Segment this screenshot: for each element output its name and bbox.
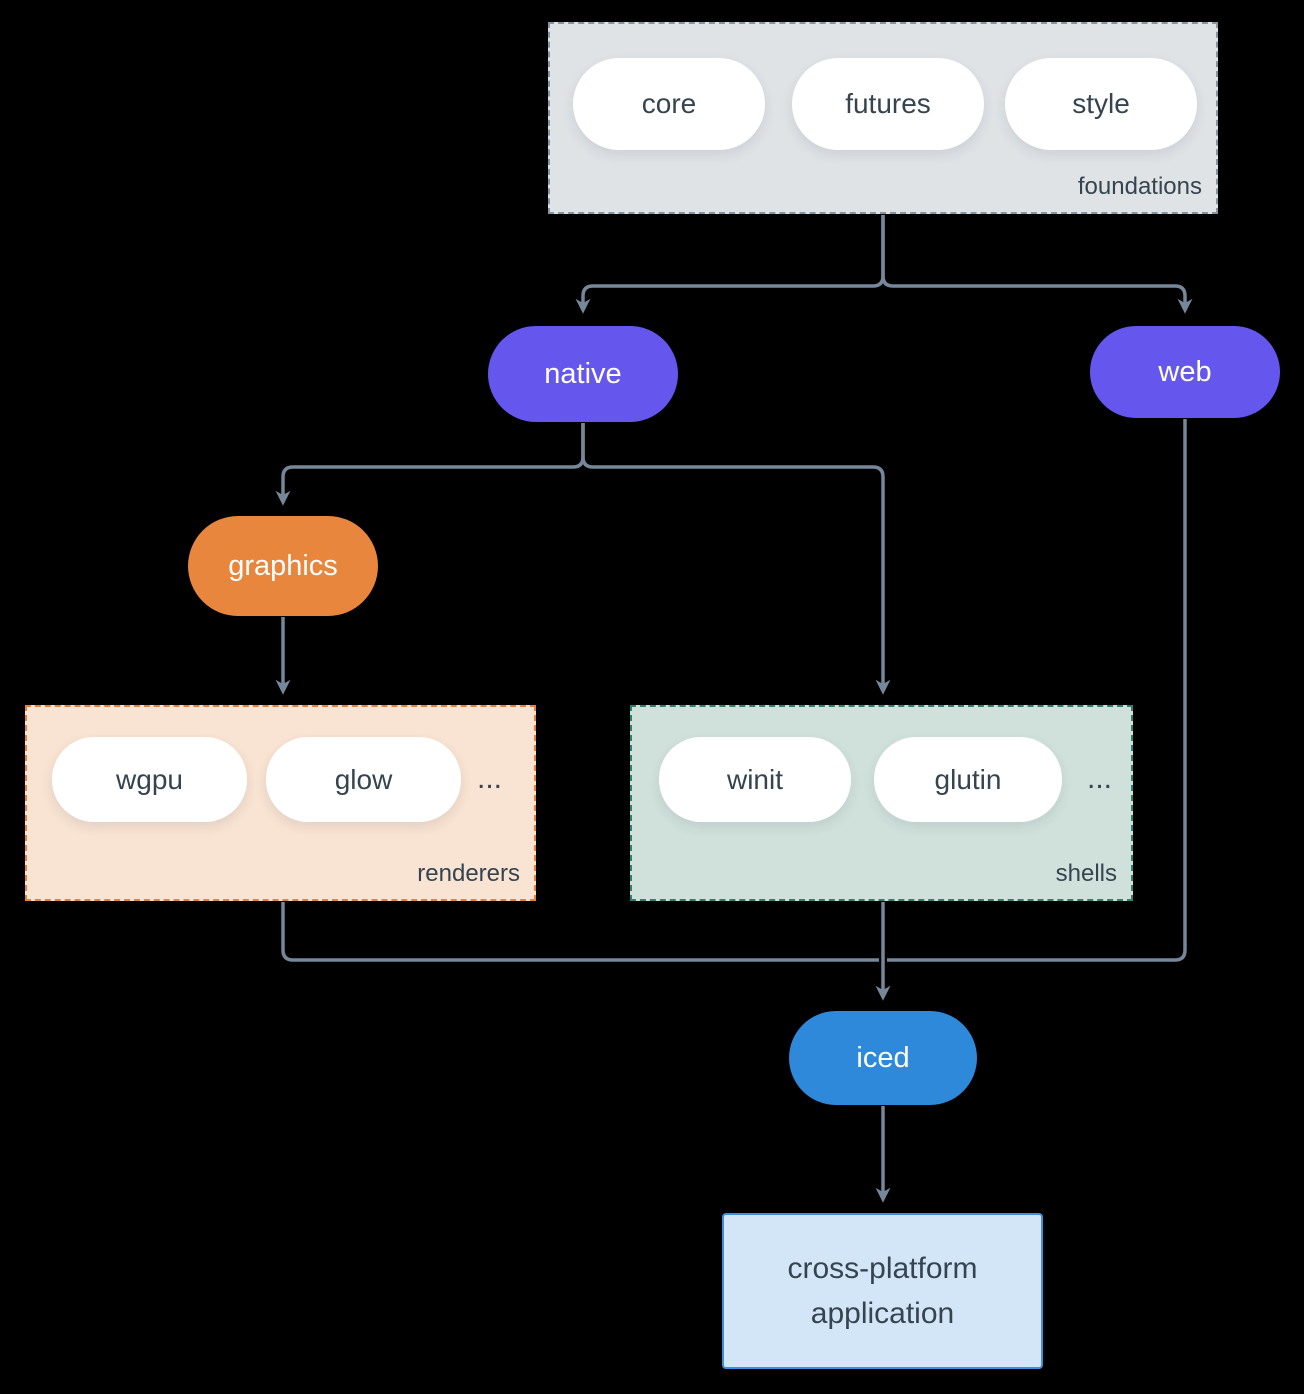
node-wgpu: wgpu: [52, 737, 247, 822]
node-web-pill: web: [1090, 326, 1280, 418]
shells-ellipsis: ...: [1087, 762, 1113, 795]
node-winit: winit: [659, 737, 851, 822]
node-core: core: [573, 58, 765, 150]
foundations-label: foundations: [1077, 173, 1202, 200]
cross-platform-application-box: cross-platform application: [722, 1213, 1043, 1369]
edge-renderers-merge: [281, 902, 879, 962]
edge-web-merge: [887, 419, 1187, 962]
renderers-ellipsis: ...: [477, 762, 503, 795]
node-glutin: glutin: [874, 737, 1062, 822]
app-label-line1: cross-platform: [787, 1252, 978, 1285]
edge-native-graphics: [275, 423, 585, 506]
node-futures: futures: [792, 58, 984, 150]
edge-foundations-web: [881, 215, 1193, 314]
app-label-line2: application: [810, 1297, 955, 1330]
edge-foundations-native: [575, 215, 885, 314]
foundations-group: core futures style foundations: [548, 22, 1218, 214]
node-native-pill: native: [488, 326, 678, 422]
shells-group: winit glutin ... shells: [630, 705, 1133, 901]
renderers-label: renderers: [417, 860, 520, 887]
edge-native-shells: [581, 423, 891, 695]
node-graphics-pill: graphics: [188, 516, 378, 616]
renderers-group: wgpu glow ... renderers: [25, 705, 536, 901]
node-glow: glow: [266, 737, 461, 822]
shells-label: shells: [1055, 860, 1117, 887]
node-iced-pill: iced: [789, 1011, 977, 1105]
node-style: style: [1005, 58, 1197, 150]
